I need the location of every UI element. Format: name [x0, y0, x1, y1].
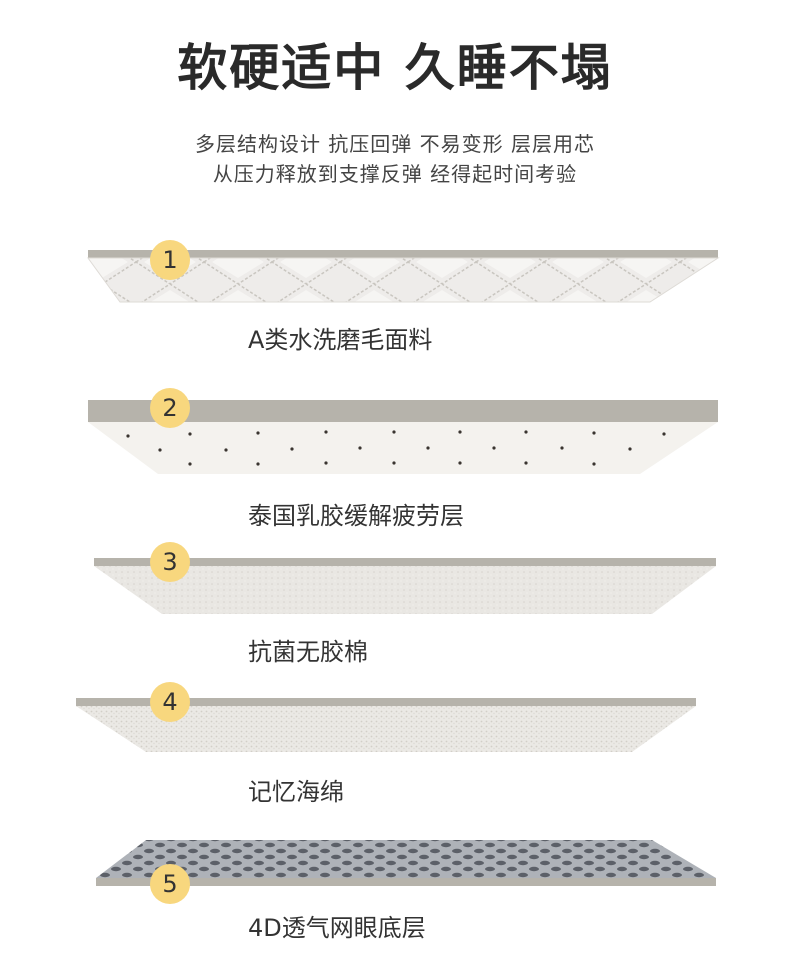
layer-label-1: A类水洗磨毛面料: [248, 326, 433, 354]
layer-4: 4 记忆海绵: [0, 680, 790, 810]
subtitle-line-2: 从压力释放到支撑反弹 经得起时间考验: [212, 162, 578, 186]
layer-2: 2 泰国乳胶缓解疲劳层: [0, 388, 790, 530]
layer-label-3: 抗菌无胶棉: [248, 638, 368, 666]
layer-badge-2: 2: [150, 388, 190, 428]
subtitle-line-1: 多层结构设计 抗压回弹 不易变形 层层用芯: [194, 132, 596, 156]
page-title: 软硬适中 久睡不塌: [177, 39, 613, 97]
layer-label-4: 记忆海绵: [248, 778, 344, 806]
layer-badge-1: 1: [150, 240, 190, 280]
cotton-layer-image: [94, 558, 716, 614]
layer-badge-5: 5: [150, 864, 190, 904]
layer-3: 3 抗菌无胶棉: [0, 540, 790, 670]
layer-label-2: 泰国乳胶缓解疲劳层: [248, 502, 464, 530]
layer-badge-4: 4: [150, 682, 190, 722]
layer-1: 1 A类水洗磨毛面料: [0, 240, 790, 354]
mesh-base-image: [96, 840, 716, 886]
latex-layer-image: [88, 400, 718, 474]
quilted-fabric-image: [87, 250, 720, 303]
memory-foam-image: [76, 698, 696, 752]
layer-5: 5 4D透气网眼底层: [0, 830, 790, 970]
layer-badge-3: 3: [150, 542, 190, 582]
layer-label-5: 4D透气网眼底层: [248, 914, 426, 942]
